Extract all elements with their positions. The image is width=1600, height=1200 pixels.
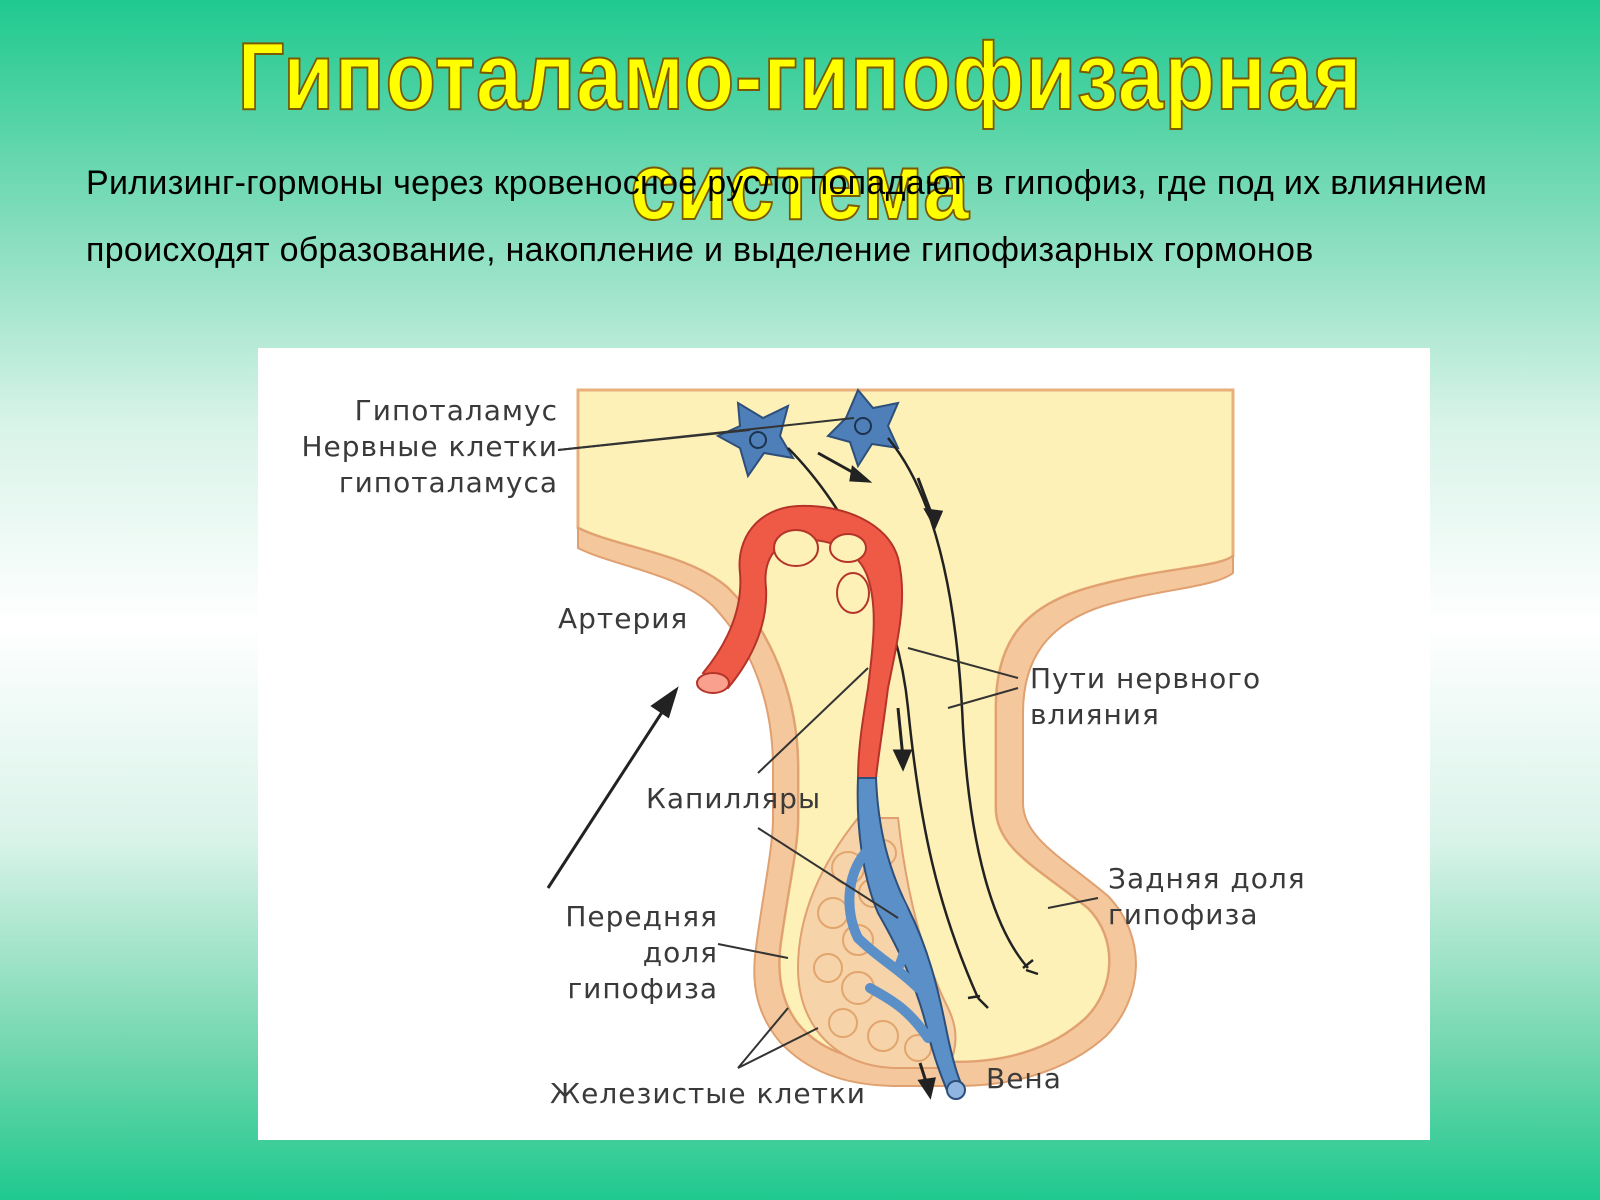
- label-nerve-cells-line2: гипоталамуса: [339, 466, 558, 499]
- capillary-network: [844, 843, 933, 1043]
- label-neural-paths-line1: Пути нервного: [1030, 662, 1261, 695]
- inflow-arrow: [546, 686, 679, 889]
- slide-title: Гипоталамо-гипофизарная система: [237, 22, 1363, 241]
- label-artery: Артерия: [558, 602, 688, 635]
- label-posterior-lobe-line1: Задняя доля: [1108, 862, 1306, 895]
- glandular-cells: [813, 839, 932, 1062]
- leader-lines: [557, 417, 1099, 1069]
- label-nerve-cells-line1: Нервные клетки: [301, 430, 558, 463]
- pituitary-outer-rim: [577, 526, 1234, 1087]
- vein-opening: [946, 1080, 966, 1100]
- label-neural-paths-line2: влияния: [1030, 698, 1160, 731]
- slide-description: Рилизинг-гормоны через кровеносное русло…: [86, 164, 1488, 269]
- diagram-svg: Гипоталамус Нервные клетки гипоталамуса …: [258, 348, 1430, 1140]
- label-glandular-cells: Железистые клетки: [550, 1077, 866, 1110]
- neuron-nucleus-2: [854, 417, 872, 435]
- label-posterior-lobe-line2: гипофиза: [1108, 898, 1259, 931]
- label-anterior-lobe-line3: гипофиза: [567, 972, 718, 1005]
- artery-loops: [773, 529, 870, 614]
- neuron-nucleus-1: [749, 431, 767, 449]
- label-anterior-lobe-line1: Передняя: [565, 900, 718, 933]
- artery-opening: [696, 672, 730, 694]
- flow-arrows: [817, 451, 944, 1100]
- label-vein: Вена: [986, 1062, 1062, 1095]
- label-hypothalamus: Гипоталамус: [355, 394, 558, 427]
- pituitary-diagram: Гипоталамус Нервные клетки гипоталамуса …: [258, 348, 1430, 1140]
- label-anterior-lobe-line2: доля: [643, 936, 718, 969]
- label-capillaries: Капилляры: [646, 782, 821, 815]
- neuron-cell-2: [826, 388, 900, 469]
